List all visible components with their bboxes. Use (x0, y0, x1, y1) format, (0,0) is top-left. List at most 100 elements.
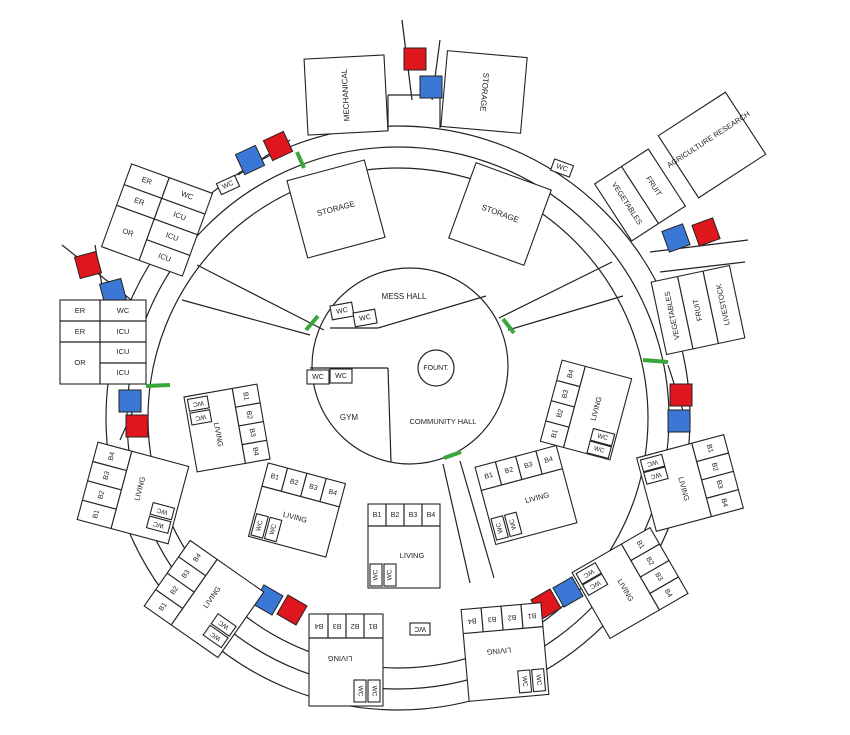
bedroom-label: B3 (561, 389, 570, 399)
airlock-blue[interactable] (118, 389, 142, 413)
wc-label: WC (359, 314, 372, 323)
wc-label: WC (335, 373, 347, 380)
airlock-blue[interactable] (234, 144, 266, 176)
bedroom-label: B4 (315, 622, 324, 629)
wc-upper-left[interactable]: WC (215, 174, 241, 196)
living-module-outer-left[interactable]: B1 B2 B3 B4 LIVING WC WC (76, 441, 190, 545)
airlock-red[interactable] (403, 47, 427, 71)
crop-livestock-module[interactable]: VEGETABLES FRUIT LIVESTOCK (650, 264, 746, 356)
wc-label: WC (156, 506, 169, 516)
airlock-blue[interactable] (552, 576, 584, 608)
living-module-inner-right[interactable]: B4 B3 B2 B1 LIVING WC WC (539, 359, 633, 461)
living-module-inner-bottom-left[interactable]: B1 B2 B3 B4 LIVING WC WC (247, 462, 347, 558)
fountain-label: FOUNT. (423, 365, 448, 372)
partition-wall (181, 299, 311, 336)
airlock-right-upper (649, 217, 749, 273)
wc-label: WC (495, 521, 505, 534)
airlock-top (387, 19, 443, 130)
bedroom-label: B1 (484, 472, 494, 481)
bedroom-label: B1 (241, 391, 249, 401)
living-module-inner-bottom-right[interactable]: B1 B2 B3 B4 LIVING WC WC (474, 444, 578, 546)
bedroom-label: B3 (715, 479, 724, 489)
partition-wall (459, 460, 495, 579)
bedroom-label: B2 (169, 585, 180, 596)
wc-label: WC (336, 307, 349, 316)
wc-gym-1[interactable]: WC (306, 369, 330, 385)
living-module-outer-bottom-center-left[interactable]: B1 B2 B3 B4 LIVING WC WC (308, 613, 384, 707)
bedroom-label: B4 (328, 488, 338, 497)
bedroom-label: B2 (504, 466, 514, 475)
door[interactable] (642, 358, 669, 364)
door[interactable] (304, 314, 320, 332)
bedroom-label: B2 (289, 478, 299, 487)
storage-room-right[interactable]: STORAGE (448, 162, 552, 266)
door[interactable] (443, 450, 462, 460)
wc-label: WC (373, 569, 380, 580)
living-label: LIVING (212, 422, 225, 448)
partition-wall (196, 264, 325, 331)
wc-label: WC (509, 518, 519, 531)
living-module-inner-left[interactable]: WC WC LIVING B1 B2 B3 B4 (183, 383, 271, 473)
or-label: OR (121, 226, 135, 239)
door[interactable] (145, 383, 171, 388)
storage-room-left[interactable]: STORAGE (286, 159, 386, 259)
gym-label: GYM (340, 413, 359, 422)
bedroom-label: B2 (245, 410, 253, 420)
medical-module-upper[interactable]: ER ER OR WC ICU ICU ICU (100, 163, 214, 277)
bedroom-label: B3 (181, 569, 192, 580)
airlock-red[interactable] (276, 594, 308, 626)
bedroom-label: B2 (351, 622, 360, 629)
airlock-blue[interactable] (419, 75, 443, 99)
er-label: ER (75, 306, 86, 315)
wc-label: WC (582, 567, 595, 579)
airlock-blue[interactable] (661, 223, 691, 253)
bedroom-label: B4 (719, 498, 728, 508)
crop-module-upper[interactable]: VEGETABLES FRUIT (593, 148, 687, 242)
airlock-red[interactable] (125, 414, 149, 438)
storage-module-top[interactable]: STORAGE (440, 50, 528, 134)
wc-label: WC (387, 569, 394, 580)
bedroom-label: B1 (92, 509, 101, 519)
agriculture-research-module[interactable]: AGRICULTURE RESEARCH (651, 88, 773, 203)
bedroom-label: B1 (635, 539, 645, 550)
wc-label: WC (649, 471, 662, 481)
wc-gym-2[interactable]: WC (329, 368, 353, 384)
wc-label: WC (414, 625, 426, 632)
bedroom-label: B3 (102, 471, 111, 481)
living-module-outer-bottom-center-right[interactable]: B1 B2 B3 B4 LIVING WC WC (460, 602, 550, 702)
airlock-red[interactable] (691, 217, 721, 247)
partition-wall (442, 463, 471, 584)
wc-label: WC (356, 686, 363, 697)
bedroom-label: B3 (308, 483, 318, 492)
icu-label: ICU (117, 347, 130, 356)
wc-label: WC (593, 445, 606, 455)
medical-module-lower[interactable]: ER ER OR WC ICU ICU ICU (59, 299, 147, 385)
living-module-outer-bottom-right[interactable]: B4 B3 B2 B1 LIVING WC WC (571, 526, 689, 640)
airlock-blue[interactable] (667, 409, 691, 433)
living-module-outer-bottom-left[interactable]: B1 B2 B3 B4 LIVING WC WC (143, 539, 265, 659)
airlock-red[interactable] (262, 130, 294, 162)
door[interactable] (501, 317, 516, 335)
wc-mess-hall-1[interactable]: WC (329, 301, 355, 321)
mess-hall-label: MESS HALL (382, 292, 427, 301)
icu-label: ICU (157, 251, 172, 264)
mechanical-module[interactable]: MECHANICAL (303, 54, 389, 136)
bedroom-label: B2 (97, 490, 106, 500)
wc-top-right[interactable]: WC (549, 158, 575, 178)
wc-bottom[interactable]: WC (409, 622, 431, 636)
bedroom-label: B1 (527, 611, 536, 619)
or-label: OR (74, 358, 86, 367)
door[interactable] (295, 151, 306, 169)
bedroom-label: B1 (158, 602, 169, 613)
bedroom-label: B4 (663, 588, 673, 599)
wc-mess-hall-2[interactable]: WC (352, 308, 378, 328)
wc-label: WC (520, 676, 528, 688)
bedroom-label: B4 (567, 369, 576, 379)
wc-label: WC (312, 374, 324, 381)
airlock-red[interactable] (669, 383, 693, 407)
living-module-outer-right[interactable]: B4 B3 B2 B1 LIVING WC WC (636, 433, 744, 533)
living-module-inner-bottom[interactable]: B1 B2 B3 B4 LIVING WC WC (367, 503, 441, 589)
bedroom-label: B1 (369, 622, 378, 629)
airlock-red[interactable] (73, 250, 103, 280)
